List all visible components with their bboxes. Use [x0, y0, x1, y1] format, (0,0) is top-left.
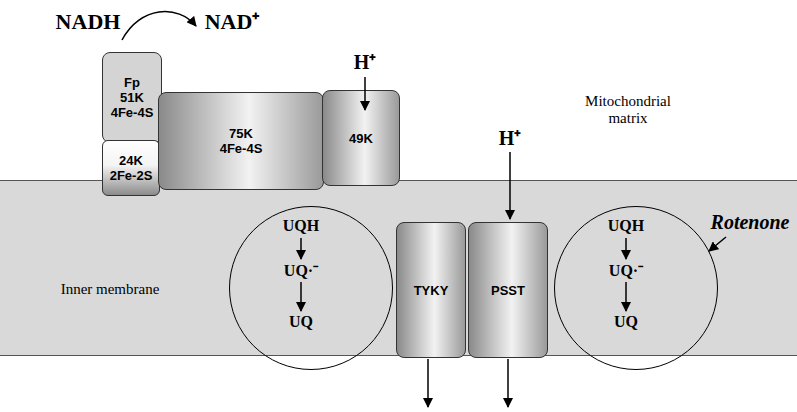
reaction-arrow [122, 12, 196, 40]
quinone-label: UQH [283, 217, 319, 235]
subunit-name: Fp 51K 4Fe-4S [107, 75, 157, 120]
membrane-subunit: TYKY [396, 222, 466, 358]
product-label: NAD⁺ [205, 9, 260, 34]
membrane-subunit: PSST [468, 222, 548, 358]
proton-arrow [509, 152, 511, 219]
subunit-name: 75K 4Fe-4S [213, 126, 269, 156]
quinone-label: UQ [614, 313, 638, 331]
subunit-name: TYKY [401, 283, 461, 298]
reduction-arrow [300, 282, 302, 311]
reaction-arrows [230, 207, 394, 371]
quinone-label: UQ·⁻ [284, 259, 318, 281]
reaction-arrows [555, 207, 719, 371]
proton-out-arrow [507, 359, 509, 407]
reduction-arrow [300, 238, 302, 259]
compartment-label: Mitochondrial matrix [576, 93, 680, 128]
region-label: Inner membrane [61, 281, 160, 298]
proton-label: H⁺ [499, 127, 522, 150]
quinone-label: UQ [289, 313, 313, 331]
quinone-label: UQ·⁻ [609, 259, 643, 281]
iron-sulfur-subunit: 75K 4Fe-4S [158, 92, 324, 190]
proton-label: H⁺ [354, 51, 377, 74]
subunit-name: 24K 2Fe-2S [106, 153, 156, 183]
quinone-site: UQH UQ·⁻ UQ [554, 206, 718, 370]
inhibitor-label: Rotenone [711, 211, 790, 234]
proton-arrow [364, 77, 366, 110]
quinone-label: UQH [608, 217, 644, 235]
iron-sulfur-subunit: 24K 2Fe-2S [102, 140, 160, 196]
quinone-site: UQH UQ·⁻ UQ [229, 206, 393, 370]
reduction-arrow [625, 282, 627, 311]
inhibitor-arrow [709, 237, 726, 251]
subunit-name: PSST [473, 283, 543, 298]
substrate-label: NADH [56, 9, 121, 34]
proton-subunit: 49K [322, 90, 400, 186]
subunit-name: 49K [331, 131, 391, 146]
proton-out-arrow [427, 359, 429, 407]
reduction-arrow [625, 238, 627, 259]
flavoprotein-subunit: Fp 51K 4Fe-4S [102, 52, 162, 143]
